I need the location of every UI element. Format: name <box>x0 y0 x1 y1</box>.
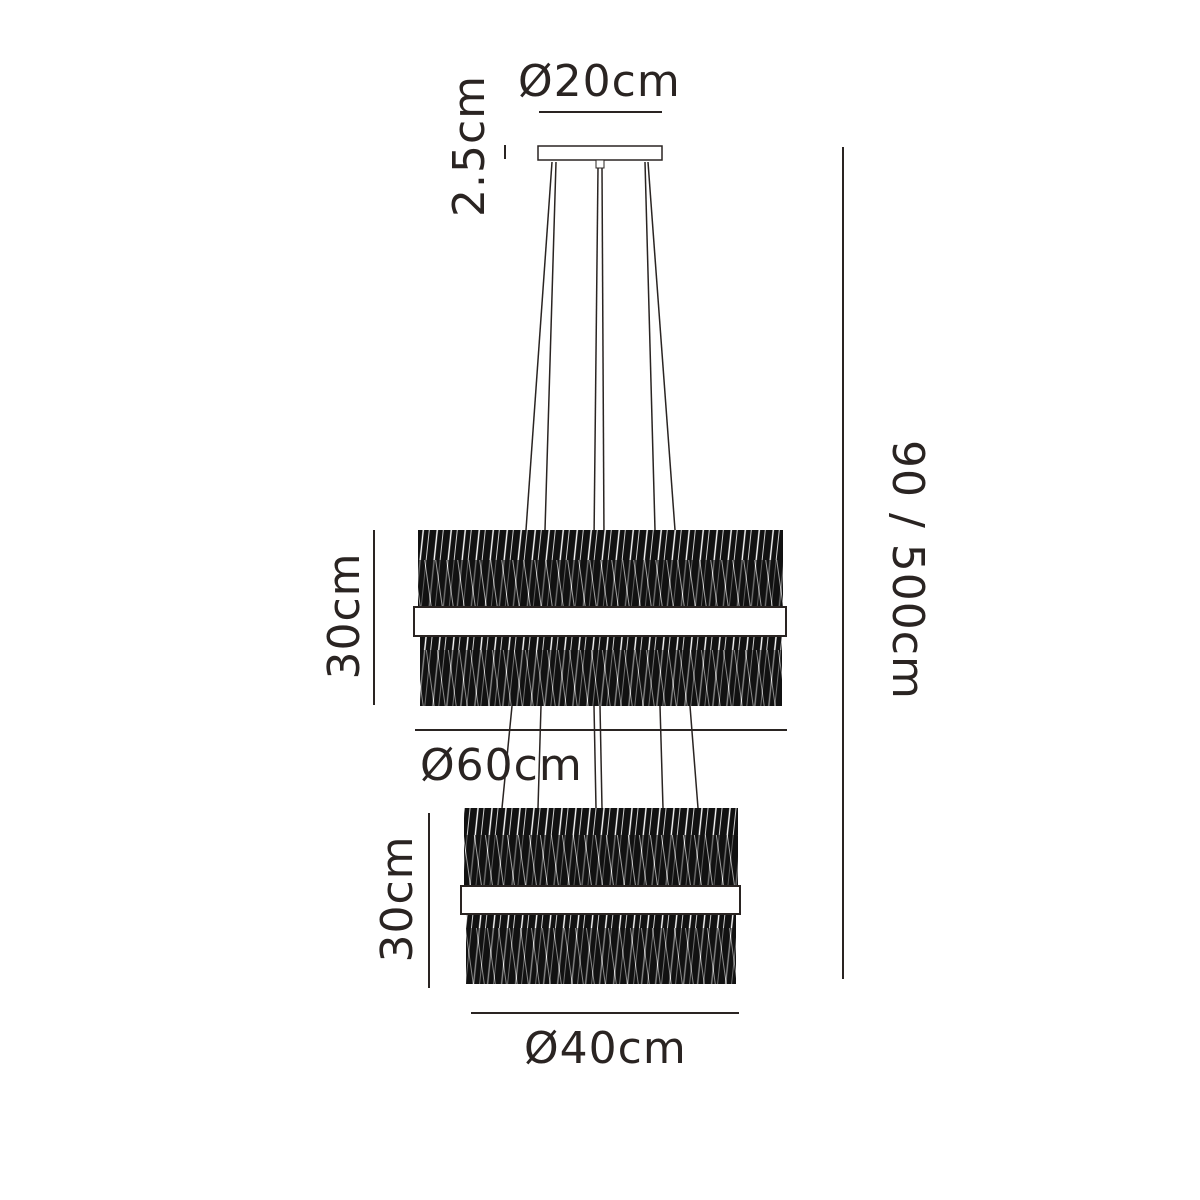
upper-tier <box>413 530 787 706</box>
lower-tier <box>460 808 741 984</box>
upper-tier-diameter-label: Ø60cm <box>420 740 583 791</box>
lower-tier-height-label: 30cm <box>372 835 423 963</box>
lower-tier-height-line <box>428 813 430 988</box>
suspension-wires <box>525 161 676 541</box>
canopy-height-tick <box>504 145 506 159</box>
upper-tier-height-line <box>373 530 375 705</box>
lower-tier-diameter-line <box>471 1012 739 1014</box>
upper-tier-height-label: 30cm <box>319 552 370 680</box>
overall-drop-label: 90 / 500cm <box>882 440 933 700</box>
overall-drop-line <box>842 147 844 979</box>
inter-tier-wires <box>501 705 699 809</box>
canopy-diameter-label: Ø20cm <box>518 56 681 107</box>
lower-tier-diameter-label: Ø40cm <box>524 1023 687 1074</box>
canopy <box>537 145 663 169</box>
canopy-height-label: 2.5cm <box>444 74 495 217</box>
canopy-diameter-line <box>539 111 662 113</box>
upper-tier-diameter-line <box>415 729 787 731</box>
